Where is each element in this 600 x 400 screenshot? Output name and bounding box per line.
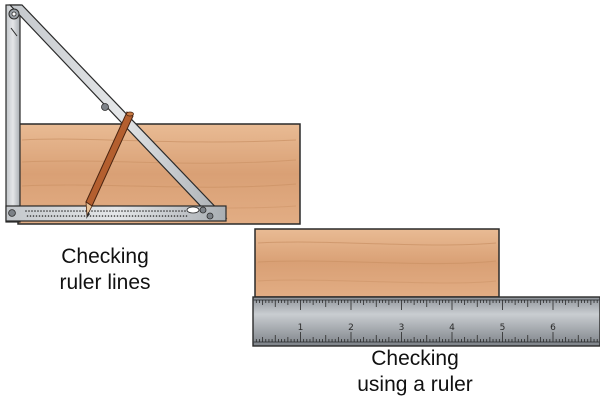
- combination-square-icon: [5, 4, 228, 223]
- caption-left-line1: Checking: [61, 245, 149, 268]
- caption-checking-ruler-lines: Checking ruler lines: [30, 244, 180, 296]
- ruler-number-4: 4: [449, 323, 455, 333]
- pencil-icon: [85, 111, 134, 219]
- ruler-number-5: 5: [500, 323, 506, 333]
- ruler-number-1: 1: [298, 323, 304, 333]
- caption-left-line2: ruler lines: [59, 271, 151, 294]
- wooden-board-right: [254, 228, 500, 298]
- ruler-tick-marks: [255, 300, 598, 342]
- caption-right-line1: Checking: [371, 347, 459, 370]
- ruler-number-6: 6: [550, 323, 556, 333]
- ruler-numbers: 1 2 3 4 5 6: [298, 323, 557, 333]
- square-blade-markings: [25, 210, 188, 217]
- caption-right-line2: using a ruler: [357, 373, 473, 396]
- ruler-number-2: 2: [348, 323, 354, 333]
- ruler-number-3: 3: [399, 323, 405, 333]
- caption-checking-using-ruler: Checking using a ruler: [335, 346, 495, 398]
